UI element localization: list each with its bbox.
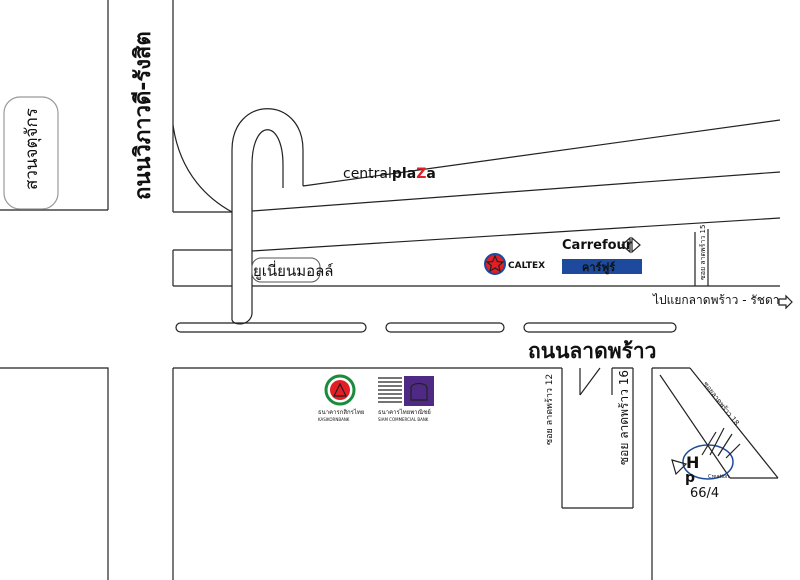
destination-flame-icon [701, 427, 741, 459]
median-island-3 [523, 322, 677, 333]
union-mall-group: ยูเนี่ยนมอลล์ [251, 257, 334, 283]
central-block-top [302, 119, 781, 187]
caltex-logo: CALTEX [484, 253, 545, 275]
carrefour-thai-badge [562, 259, 642, 274]
scb-thai-label: ธนาคารไทยพาณิชย์ [378, 408, 431, 416]
mall-block-top [251, 217, 781, 252]
park-label: สวนจตุจักร [22, 108, 42, 190]
direction-group: ไปแยกลาดพร้าว - รัชดา [652, 293, 793, 310]
uturn-loop-inner [251, 129, 284, 314]
road-network [0, 0, 781, 580]
direction-label: ไปแยกลาดพร้าว - รัชดา [652, 293, 779, 307]
plaza-bold-text-end: a [426, 166, 435, 182]
soi12-diagonal [579, 367, 601, 396]
uturn-loop-outer [231, 108, 304, 320]
union-mall-badge [251, 257, 321, 283]
destination-arrow-icon [671, 459, 688, 476]
park-badge [3, 96, 59, 210]
destination-logo: H p Creation [671, 427, 741, 486]
scb-stripes [378, 377, 402, 403]
kbank-en-label: KASIKORNBANK [318, 417, 350, 422]
kbank-logo: ธนาคารกสิกรไทย KASIKORNBANK [318, 374, 364, 422]
soi-diag-right-edge [689, 367, 779, 479]
carrefour-label: Carrefour [562, 238, 633, 253]
kbank-thai-label: ธนาคารกสิกรไทย [318, 408, 364, 416]
destination-logo-p: p [685, 470, 695, 486]
soi-diag-label: ซอยลาดพร้าว 18 [701, 380, 740, 427]
central-z-icon: Z [416, 166, 426, 182]
soi-diag-connector [659, 374, 731, 479]
median-island-1 [175, 322, 367, 333]
park-label-group: สวนจตุจักร [3, 96, 59, 210]
scb-en-label: SIAM COMMERCIAL BANK [378, 417, 429, 422]
vibhavadi-road-label: ถนนวิภาวดี-รังสิต [131, 31, 156, 200]
scb-logo: ธนาคารไทยพาณิชย์ SIAM COMMERCIAL BANK [378, 376, 434, 422]
scb-emblem-icon [404, 376, 434, 406]
carrefour-logo: Carrefour คาร์ฟูร์ [562, 236, 642, 275]
carrefour-thai-label: คาร์ฟูร์ [582, 261, 615, 275]
soi15-label: ซอย ลาดพร้าว 15 [699, 225, 707, 280]
median-island-2 [385, 322, 505, 333]
soi12-label: ซอย ลาดพร้าว 12 [544, 374, 555, 445]
destination-logo-sub: Creation [708, 474, 729, 480]
central-plaza-logo: centralplaZa [343, 166, 436, 182]
union-mall-label: ยูเนี่ยนมอลล์ [253, 260, 334, 280]
caltex-label: CALTEX [508, 261, 545, 271]
carrefour-c-icon [621, 236, 631, 254]
caltex-star-shape [485, 254, 505, 273]
uturn-curve-left [172, 124, 233, 213]
soi16-label: ซอย ลาดพร้าว 16 [617, 370, 631, 465]
scb-emblem-shape [410, 382, 428, 401]
central-block-bottom [251, 171, 781, 212]
ladprao-road-label: ถนนลาดพร้าว [528, 339, 656, 363]
plaza-bold-text: pla [392, 166, 416, 182]
direction-arrow-icon [778, 294, 793, 310]
road-edge-bottom-left-block [0, 367, 109, 580]
uturn-curve-lower [231, 313, 253, 325]
kbank-emblem-leaf [333, 382, 347, 397]
destination-logo-h: H [686, 453, 699, 472]
carrefour-c-icon-red [631, 236, 641, 254]
address-number: 66/4 [690, 486, 719, 501]
central-text: central [343, 166, 392, 182]
